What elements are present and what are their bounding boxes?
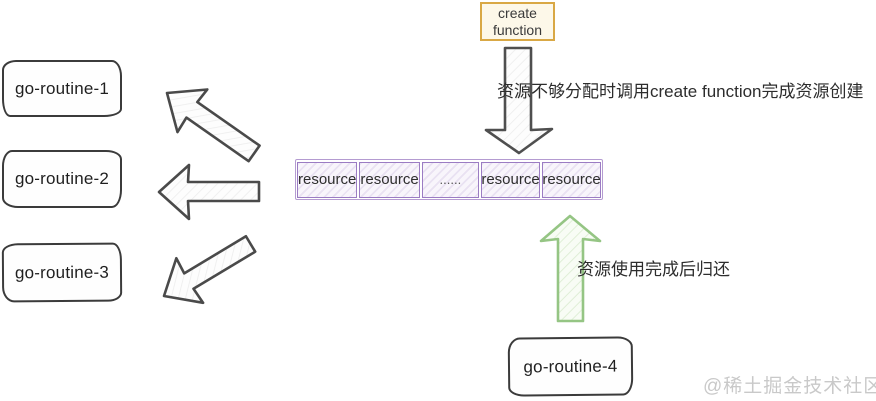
resource-cell-ellipsis: ......: [421, 161, 479, 198]
resource-cell: resource: [297, 161, 358, 198]
resource-cell-label: resource: [542, 171, 601, 188]
node-goroutine-3-label: go-routine-3: [14, 262, 110, 282]
node-goroutine-3[interactable]: go-routine-3: [1, 242, 123, 303]
resource-pool[interactable]: resource resource ...... resource resour…: [295, 159, 603, 200]
node-goroutine-2-label: go-routine-2: [14, 169, 110, 188]
resource-cell-label: resource: [481, 171, 540, 188]
node-goroutine-1[interactable]: go-routine-1: [2, 60, 122, 117]
resource-cell-label: resource: [298, 171, 357, 188]
resource-cell: resource: [481, 161, 540, 198]
arrow-pool-to-goroutine-1: [165, 88, 261, 163]
node-goroutine-4-label: go-routine-4: [523, 356, 618, 376]
node-goroutine-2[interactable]: go-routine-2: [2, 150, 122, 208]
create-function-label-line1: create: [498, 4, 537, 21]
create-function-label-line2: function: [492, 21, 543, 38]
watermark-juejin: @稀土掘金技术社区: [703, 376, 876, 397]
resource-cell-label: resource: [360, 171, 419, 188]
resource-cell: resource: [542, 161, 601, 198]
resource-cell: resource: [359, 161, 420, 198]
node-goroutine-1-label: go-routine-1: [14, 78, 110, 98]
resource-cell-label: ......: [439, 172, 462, 187]
annotation-return-note: 资源使用完成后归还: [577, 260, 730, 279]
arrow-pool-to-goroutine-3: [162, 234, 257, 305]
arrow-pool-to-goroutine-2: [157, 163, 261, 221]
annotation-create-note: 资源不够分配时调用create function完成资源创建: [497, 82, 864, 101]
node-goroutine-4[interactable]: go-routine-4: [507, 336, 634, 397]
node-create-function[interactable]: create function: [480, 2, 555, 41]
